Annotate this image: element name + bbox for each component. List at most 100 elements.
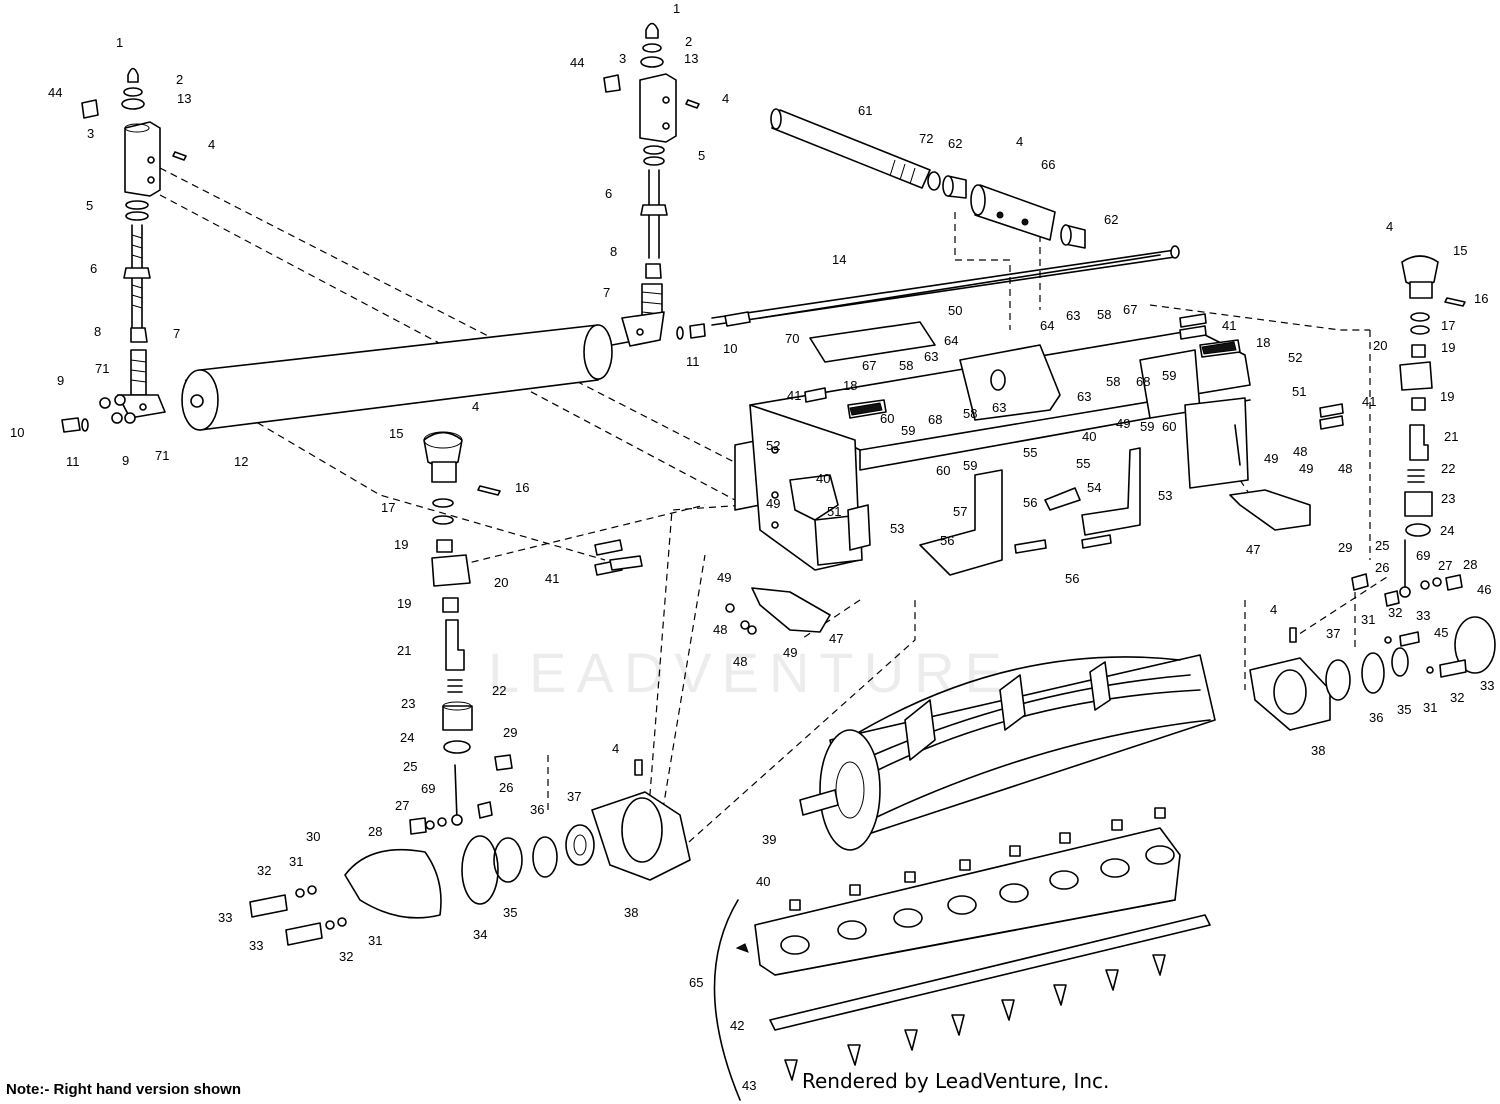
left-bearing-housing: [249, 754, 691, 946]
part-label-20: 20: [494, 575, 508, 590]
part-label-3: 3: [619, 51, 626, 66]
part-label-47: 47: [829, 631, 843, 646]
part-label-2: 2: [685, 34, 692, 49]
part-label-16: 16: [515, 480, 529, 495]
part-label-6: 6: [605, 186, 612, 201]
part-label-41: 41: [1362, 394, 1376, 409]
part-label-15: 15: [389, 426, 403, 441]
part-label-39: 39: [762, 832, 776, 847]
part-label-55: 55: [1023, 445, 1037, 460]
part-label-37: 37: [1326, 626, 1340, 641]
diagram-note: Note:- Right hand version shown: [6, 1081, 241, 1098]
part-label-53: 53: [890, 521, 904, 536]
part-label-2: 2: [176, 72, 183, 87]
part-label-31: 31: [1423, 700, 1437, 715]
part-label-4: 4: [1016, 134, 1023, 149]
part-label-48: 48: [713, 622, 727, 637]
part-label-19: 19: [1441, 340, 1455, 355]
part-label-33: 33: [218, 910, 232, 925]
part-label-56: 56: [940, 533, 954, 548]
part-label-38: 38: [624, 905, 638, 920]
part-label-57: 57: [953, 504, 967, 519]
part-label-64: 64: [944, 333, 958, 348]
part-label-24: 24: [400, 730, 414, 745]
part-label-7: 7: [173, 326, 180, 341]
part-label-40: 40: [816, 471, 830, 486]
part-label-9: 9: [57, 373, 64, 388]
part-label-46: 46: [1477, 582, 1491, 597]
part-label-58: 58: [1097, 307, 1111, 322]
render-credit: Rendered by LeadVenture, Inc.: [802, 1069, 1110, 1093]
part-label-1: 1: [673, 1, 680, 16]
part-label-18: 18: [843, 378, 857, 393]
part-label-32: 32: [1450, 690, 1464, 705]
part-label-19: 19: [1440, 389, 1454, 404]
part-label-7: 7: [603, 285, 610, 300]
part-label-63: 63: [1077, 389, 1091, 404]
part-label-28: 28: [368, 824, 382, 839]
part-label-16: 16: [1474, 291, 1488, 306]
part-label-30: 30: [306, 829, 320, 844]
part-label-32: 32: [257, 863, 271, 878]
part-label-26: 26: [1375, 560, 1389, 575]
part-label-72: 72: [919, 131, 933, 146]
bedknife-assembly: [713, 807, 1211, 1101]
part-label-10: 10: [10, 425, 24, 440]
part-label-44: 44: [48, 85, 62, 100]
part-label-26: 26: [499, 780, 513, 795]
part-label-36: 36: [530, 802, 544, 817]
part-label-41: 41: [787, 388, 801, 403]
part-label-48: 48: [1338, 461, 1352, 476]
part-label-15: 15: [1453, 243, 1467, 258]
part-label-54: 54: [1087, 480, 1101, 495]
part-label-38: 38: [1311, 743, 1325, 758]
part-label-31: 31: [289, 854, 303, 869]
part-label-65: 65: [689, 975, 703, 990]
part-label-69: 69: [421, 781, 435, 796]
part-label-50: 50: [948, 303, 962, 318]
part-label-41: 41: [545, 571, 559, 586]
part-label-29: 29: [503, 725, 517, 740]
part-label-63: 63: [924, 349, 938, 364]
part-label-58: 58: [899, 358, 913, 373]
part-label-68: 68: [1136, 374, 1150, 389]
part-label-3: 3: [87, 126, 94, 141]
part-label-19: 19: [397, 596, 411, 611]
part-label-27: 27: [1438, 558, 1452, 573]
part-label-33: 33: [1480, 678, 1494, 693]
part-label-31: 31: [1361, 612, 1375, 627]
part-label-31: 31: [368, 933, 382, 948]
linkage-arms: [725, 489, 1311, 635]
part-label-60: 60: [936, 463, 950, 478]
part-label-12: 12: [234, 454, 248, 469]
part-label-21: 21: [397, 643, 411, 658]
part-label-23: 23: [1441, 491, 1455, 506]
left-height-adjuster: [61, 67, 187, 433]
part-label-28: 28: [1463, 557, 1477, 572]
part-label-49: 49: [1116, 416, 1130, 431]
connecting-rods: [711, 245, 1180, 327]
part-label-42: 42: [730, 1018, 744, 1033]
part-label-36: 36: [1369, 710, 1383, 725]
part-label-56: 56: [1065, 571, 1079, 586]
part-label-4: 4: [612, 741, 619, 756]
part-label-23: 23: [401, 696, 415, 711]
part-label-8: 8: [94, 324, 101, 339]
part-label-52: 52: [766, 438, 780, 453]
part-label-51: 51: [827, 504, 841, 519]
center-height-adjuster: [603, 22, 706, 347]
part-label-59: 59: [963, 458, 977, 473]
part-label-68: 68: [928, 412, 942, 427]
part-label-11: 11: [686, 354, 700, 369]
part-label-17: 17: [381, 500, 395, 515]
part-label-4: 4: [1270, 602, 1277, 617]
part-label-49: 49: [1299, 461, 1313, 476]
part-label-67: 67: [1123, 302, 1137, 317]
watermark: LEADVENTURE: [488, 641, 1012, 704]
part-label-40: 40: [756, 874, 770, 889]
drive-shaft: [770, 108, 1086, 249]
part-label-49: 49: [766, 496, 780, 511]
part-label-35: 35: [503, 905, 517, 920]
